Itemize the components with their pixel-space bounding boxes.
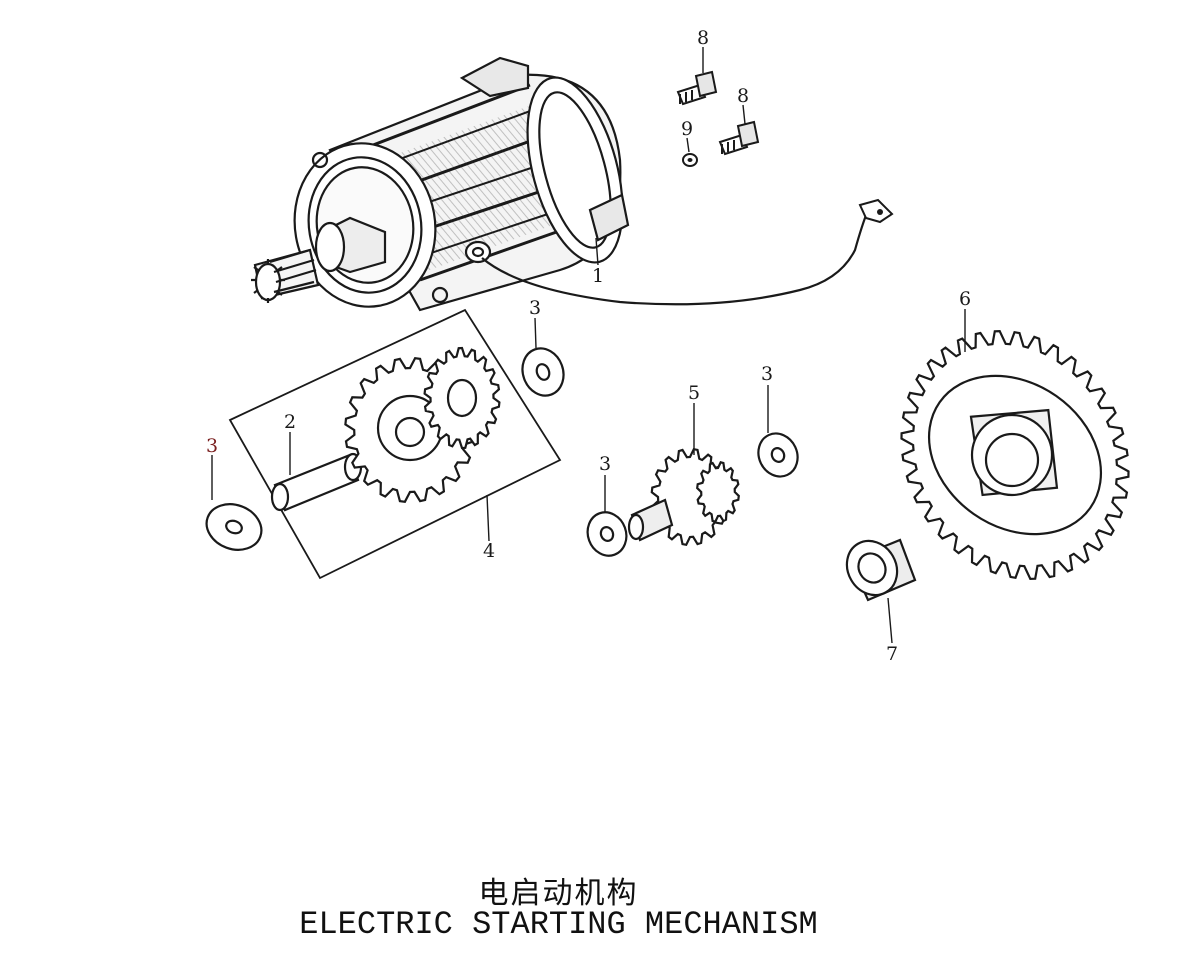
- callout-bolt-lower: 8: [737, 85, 749, 107]
- bushing: [845, 538, 917, 602]
- idle-gear: [627, 447, 740, 547]
- washer-top: [521, 347, 565, 397]
- washer-right: [757, 432, 799, 478]
- callout-washer-right: 3: [761, 363, 773, 385]
- callout-gear-assembly: 4: [483, 540, 495, 562]
- title-english: ELECTRIC STARTING MECHANISM: [299, 906, 818, 943]
- starter-motor: [251, 56, 630, 312]
- callout-starter-sprocket: 6: [959, 288, 971, 310]
- reduction-shaft: [270, 452, 363, 512]
- callout-idle-gear: 5: [688, 382, 700, 404]
- bolt-upper: [676, 70, 718, 106]
- callout-small-washer: 9: [681, 118, 693, 140]
- callout-bolt-upper: 8: [697, 27, 709, 49]
- callout-washer-left: 3: [206, 435, 218, 457]
- motor-lead-wire: [481, 209, 870, 306]
- callout-shaft: 2: [284, 411, 296, 433]
- reduction-gear-small: [423, 346, 501, 450]
- gear-assembly-frame: [228, 308, 562, 580]
- callout-bushing: 7: [886, 643, 898, 665]
- starter-sprocket: [900, 329, 1130, 581]
- wire-terminal-connector: [858, 198, 894, 224]
- callout-washer-top: 3: [529, 297, 541, 319]
- bolt-lower: [718, 120, 760, 156]
- callout-washer-center: 3: [599, 453, 611, 475]
- leader-lines: [211, 47, 966, 644]
- washer-center: [586, 511, 628, 557]
- callout-motor: 1: [592, 265, 604, 287]
- washer-left: [205, 503, 263, 551]
- title-chinese: 电启动机构: [478, 876, 639, 911]
